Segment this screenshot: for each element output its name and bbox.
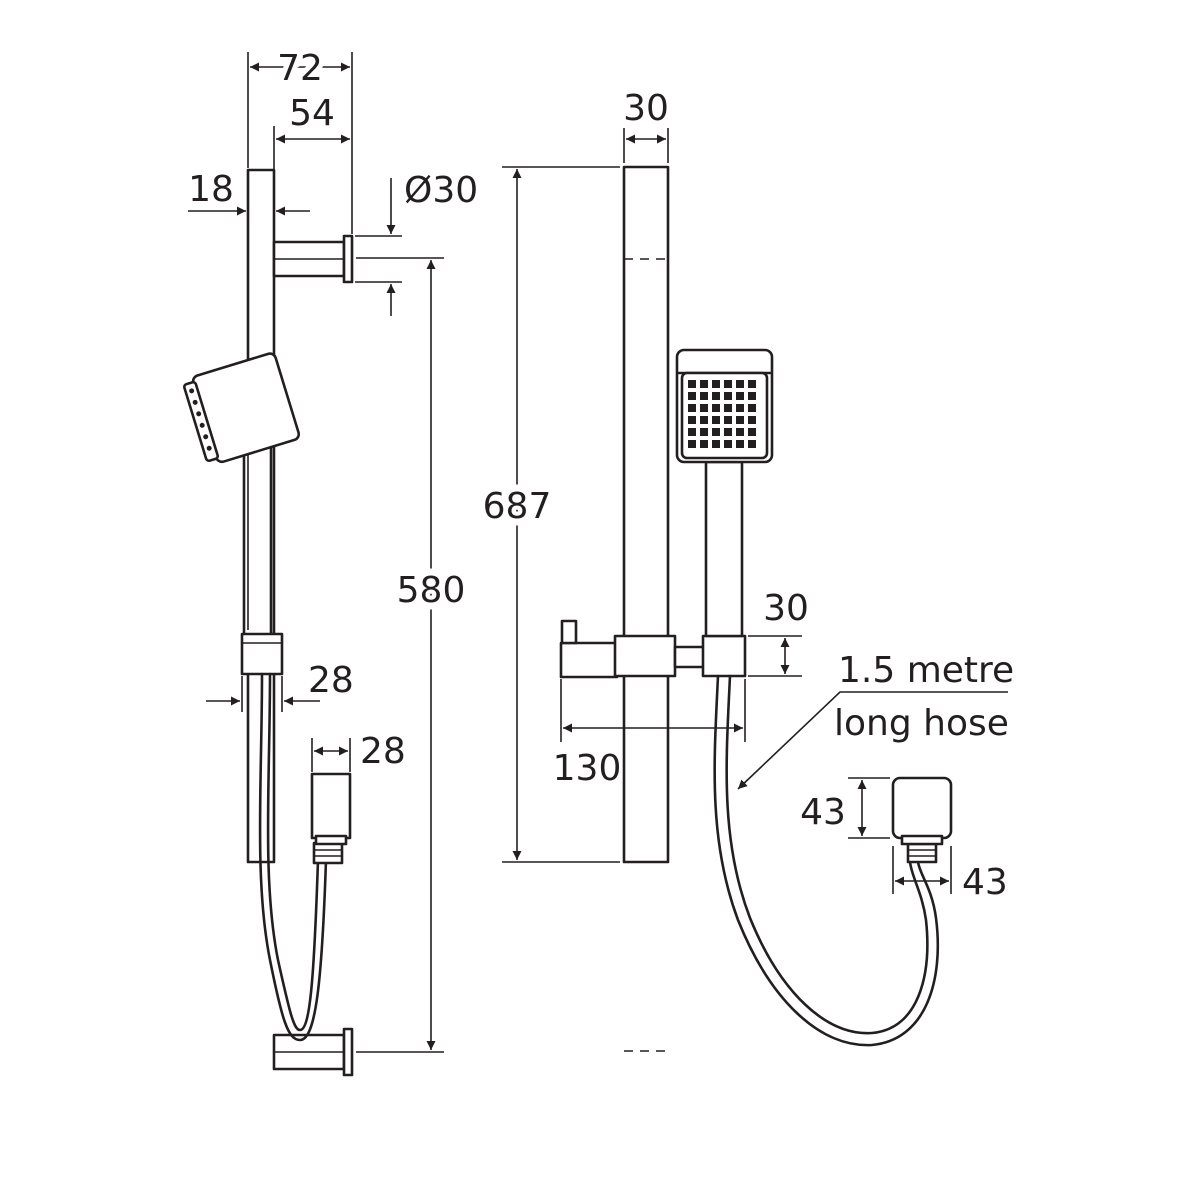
dim-72-label: 72 xyxy=(277,48,323,89)
dim-130-label: 130 xyxy=(553,748,622,789)
front-view: 687 30 30 130 1.5 metre long hose 43 43 xyxy=(476,88,1014,1052)
front-spray-nozzles xyxy=(688,380,756,448)
side-view: 72 54 18 Ø30 580 28 28 xyxy=(183,43,478,1077)
side-top-bracket xyxy=(272,234,354,284)
side-wall-outlet xyxy=(310,772,352,840)
dim-30-holder-label: 30 xyxy=(763,588,809,629)
side-handshower-head xyxy=(183,352,301,464)
side-hose xyxy=(258,672,328,1042)
dim-d30-label: Ø30 xyxy=(404,170,478,211)
dim-687-label: 687 xyxy=(483,486,552,527)
front-handshower-handle xyxy=(704,460,744,638)
side-handshower-handle xyxy=(242,438,273,642)
dim-54-label: 54 xyxy=(289,93,335,134)
hose-note-line-1: 1.5 metre xyxy=(838,650,1014,691)
front-handshower-head xyxy=(675,348,774,464)
hose-note-line-2: long hose xyxy=(834,703,1009,744)
dim-580-label: 580 xyxy=(397,570,466,611)
side-hose-nut xyxy=(312,841,344,865)
hose-leader xyxy=(737,691,1008,790)
side-bottom-bracket xyxy=(272,1027,354,1077)
front-wall-outlet xyxy=(891,776,953,840)
side-holder-collar xyxy=(240,632,284,676)
dim-30-rail-label: 30 xyxy=(623,88,669,129)
front-rail xyxy=(622,165,670,864)
dim-43-width-label: 43 xyxy=(962,862,1008,903)
front-slider xyxy=(559,619,747,679)
front-hose-nut xyxy=(906,842,938,864)
dim-18-label: 18 xyxy=(188,169,234,210)
front-hose xyxy=(713,674,940,1047)
dim-43-height-label: 43 xyxy=(800,792,846,833)
dim-28-holder-label: 28 xyxy=(308,660,354,701)
dim-28-outlet-label: 28 xyxy=(360,731,406,772)
